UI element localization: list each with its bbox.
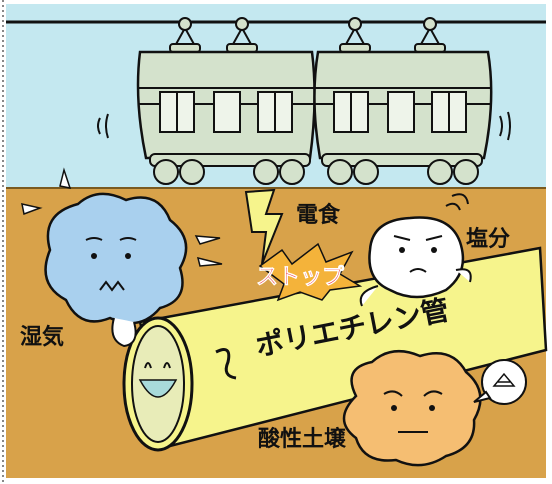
salt-label: 塩分 [466, 226, 510, 252]
electrolytic-corrosion-label: 電食 [296, 202, 341, 228]
acidic-soil-label: 酸性土壌 [258, 426, 347, 452]
pantograph-icon [169, 17, 446, 53]
lightning-icon [244, 188, 284, 265]
spark-icon [258, 242, 363, 302]
stop-label: ストップ [256, 265, 345, 290]
humidity-label: 湿気 [20, 324, 64, 350]
humidity-character [21, 167, 223, 348]
polyethylene-pipe [122, 246, 548, 452]
salt-character [359, 193, 472, 307]
train-wheels [149, 153, 483, 185]
acidic-soil-character [342, 349, 527, 467]
train [97, 17, 511, 185]
